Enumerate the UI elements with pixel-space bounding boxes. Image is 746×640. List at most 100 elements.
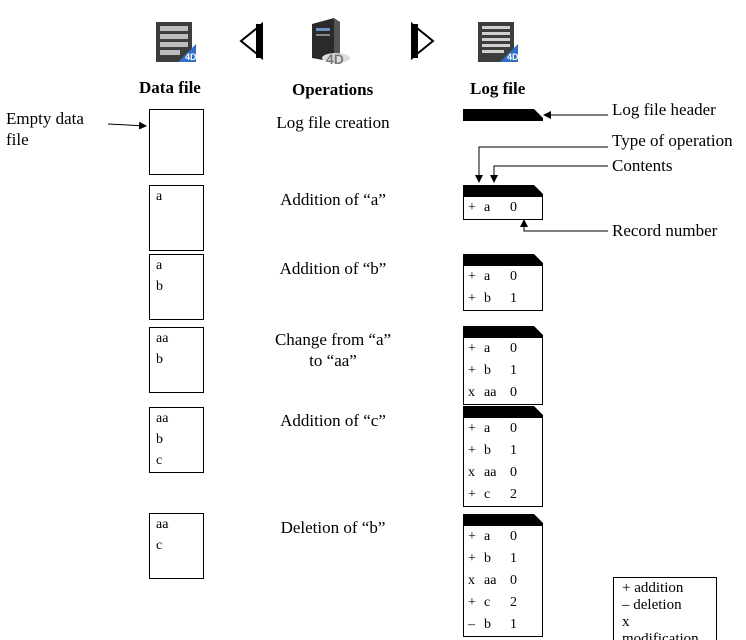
data-line: b — [156, 432, 163, 447]
legend-item-modification: x modification — [622, 614, 699, 640]
data-line: aa — [156, 517, 169, 532]
log-entry: + b 1 — [464, 548, 542, 570]
type-of-operation-callout: Type of operation — [612, 131, 733, 150]
contents-callout: Contents — [612, 156, 673, 175]
log-entry-content: aa — [484, 465, 497, 480]
log-file-header-bar — [463, 254, 543, 266]
log-entry-op: + — [468, 529, 476, 544]
data-file-box-1: a — [149, 185, 204, 251]
log-file-header-bar — [463, 109, 543, 121]
log-entry-content: b — [484, 551, 491, 566]
log-entry-content: a — [484, 529, 491, 544]
legend-item-addition: + addition — [622, 580, 684, 596]
log-entry-content: a — [484, 341, 491, 356]
log-file-header-bar — [463, 406, 543, 418]
operations-header: Operations — [292, 80, 374, 99]
log-entry-op: + — [468, 269, 476, 284]
data-file-box-2: a b — [149, 254, 204, 320]
4d-server-icon: 4D — [312, 18, 350, 66]
data-line: aa — [156, 331, 169, 346]
log-file-header-callout: Log file header — [612, 100, 716, 119]
log-entry-content: b — [484, 617, 491, 632]
log-entry-content: a — [484, 200, 491, 215]
triangle-left-arrow-icon — [239, 22, 263, 60]
operation-label-5: Deletion of “b” — [280, 518, 386, 537]
log-entry-record: 0 — [510, 341, 517, 356]
data-file-box-0 — [149, 109, 204, 175]
data-line: a — [156, 258, 163, 273]
log-entry-op: + — [468, 421, 476, 436]
triangle-right-arrow-icon — [411, 22, 435, 60]
log-entry-op: + — [468, 291, 476, 306]
data-line: a — [156, 189, 163, 204]
operation-label-3: Change from “a” to “aa” — [274, 330, 392, 370]
log-entry: + b 1 — [464, 360, 542, 382]
data-file-header: Data file — [139, 78, 201, 97]
log-entry-op: + — [468, 551, 476, 566]
data-file-box-4: aa b c — [149, 407, 204, 473]
log-entry-op: + — [468, 341, 476, 356]
legend: + addition – deletion x modification — [613, 577, 717, 640]
record-number-callout: Record number — [612, 221, 718, 240]
log-entry-content: aa — [484, 573, 497, 588]
operation-label-0: Log file creation — [276, 113, 390, 132]
data-line: aa — [156, 411, 169, 426]
log-entry-op: x — [468, 385, 475, 400]
log-file-header-bar — [463, 185, 543, 197]
log-entry-content: c — [484, 487, 491, 502]
log-entry-op: + — [468, 487, 476, 502]
log-entry-record: 1 — [510, 363, 517, 378]
log-entry-record: 0 — [510, 465, 517, 480]
log-entry-content: a — [484, 269, 491, 284]
log-entry-content: b — [484, 291, 491, 306]
data-line: b — [156, 352, 163, 367]
arrow-empty-data-file — [107, 121, 147, 130]
legend-item-deletion: – deletion — [622, 597, 682, 613]
log-file-header-bar — [463, 326, 543, 338]
log-entry-record: 0 — [510, 421, 517, 436]
log-entry-record: 0 — [510, 573, 517, 588]
operation-label-1: Addition of “a” — [280, 190, 386, 209]
svg-text:4D: 4D — [507, 52, 519, 62]
log-file-box-0 — [463, 109, 543, 121]
log-entry-record: 0 — [510, 200, 517, 215]
log-entry: + c 2 — [464, 484, 542, 506]
log-entry-op: + — [468, 595, 476, 610]
log-entry-content: b — [484, 363, 491, 378]
log-entry-op: – — [468, 617, 475, 632]
log-entry-op: + — [468, 363, 476, 378]
log-entry-record: 2 — [510, 595, 517, 610]
log-entry-record: 2 — [510, 487, 517, 502]
arrow-record-number — [520, 219, 608, 232]
log-entry-record: 1 — [510, 551, 517, 566]
log-entry: + a 0 — [464, 338, 542, 360]
log-file-header-bar — [463, 514, 543, 526]
4d-database-icon: 4D — [156, 22, 197, 62]
operation-label-4: Addition of “c” — [280, 411, 386, 430]
log-entry-record: 1 — [510, 291, 517, 306]
svg-text:4D: 4D — [185, 52, 197, 62]
empty-data-file-callout: Empty data file — [6, 109, 84, 149]
